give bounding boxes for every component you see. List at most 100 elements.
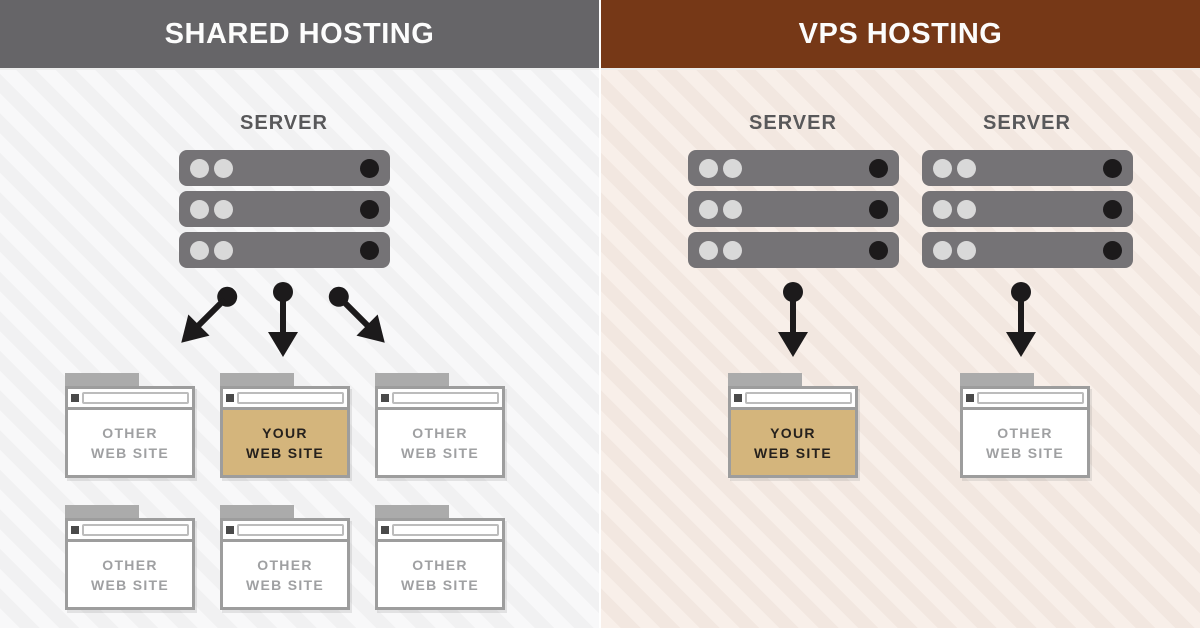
led-icon [190,158,209,178]
other-website-folder: OTHER WEB SITE [960,373,1090,478]
arrow-down-icon [999,282,1043,362]
led-icon [723,240,742,260]
window-control-icon [71,526,79,534]
folder-label-line1: OTHER [412,424,468,441]
folder-tab-icon [375,373,449,386]
folder-label-line2: WEB SITE [400,444,480,461]
other-website-folder: OTHER WEB SITE [65,373,195,478]
window-control-icon [381,526,389,534]
led-icon [190,199,209,219]
address-bar [237,524,344,536]
led-icon [214,158,233,178]
vps-server-2-label: SERVER [983,112,1071,134]
window-control-icon [734,394,742,402]
led-icon [957,199,976,219]
other-website-folder: OTHER WEB SITE [375,505,505,610]
server-rack-unit [922,191,1133,227]
server-rack-unit [922,232,1133,268]
folder-tab-icon [65,505,139,518]
folder-label-line2: WEB SITE [400,576,480,593]
folder-tab-icon [728,373,802,386]
window-control-icon [381,394,389,402]
folder-label-line1: YOUR [770,424,816,441]
server-rack-unit [688,232,899,268]
led-icon [190,240,209,260]
power-led-icon [360,240,379,260]
power-led-icon [869,240,888,260]
folder-label-line2: WEB SITE [90,576,170,593]
other-website-folder: OTHER WEB SITE [65,505,195,610]
address-bar [82,524,189,536]
browser-bar [223,389,347,410]
browser-bar [963,389,1087,410]
folder-label-line1: OTHER [257,556,313,573]
browser-bar [68,389,192,410]
browser-bar [378,521,502,542]
other-website-folder: OTHER WEB SITE [375,373,505,478]
vps-hosting-title: VPS HOSTING [798,17,1003,50]
server-rack-unit [688,150,899,186]
shared-hosting-title: SHARED HOSTING [164,17,435,50]
folder-label-line1: OTHER [412,556,468,573]
led-icon [214,199,233,219]
your-website-folder: YOUR WEB SITE [220,373,350,478]
browser-bar [731,389,855,410]
arrow-down-right-icon [316,274,404,362]
panel-divider [599,0,601,628]
led-icon [723,199,742,219]
server-rack-unit [922,150,1133,186]
folder-tab-icon [220,373,294,386]
folder-label-line1: YOUR [262,424,308,441]
power-led-icon [869,158,888,178]
arrow-down-icon [261,282,305,362]
led-icon [699,158,718,178]
window-control-icon [966,394,974,402]
vps-hosting-header: VPS HOSTING [601,0,1200,70]
server-icon [922,150,1133,273]
folder-label-line1: OTHER [997,424,1053,441]
your-website-folder: YOUR WEB SITE [728,373,858,478]
power-led-icon [1103,158,1122,178]
browser-bar [68,521,192,542]
led-icon [699,240,718,260]
shared-hosting-header: SHARED HOSTING [0,0,599,70]
server-icon [688,150,899,273]
power-led-icon [360,199,379,219]
server-rack-unit [688,191,899,227]
folder-tab-icon [65,373,139,386]
led-icon [214,240,233,260]
shared-server-label: SERVER [240,112,328,134]
led-icon [933,199,952,219]
address-bar [745,392,852,404]
power-led-icon [1103,240,1122,260]
folder-label-line1: OTHER [102,424,158,441]
address-bar [82,392,189,404]
led-icon [957,158,976,178]
vps-server-1-label: SERVER [749,112,837,134]
window-control-icon [226,526,234,534]
address-bar [977,392,1084,404]
arrow-down-left-icon [162,274,250,362]
power-led-icon [1103,199,1122,219]
folder-label-line2: WEB SITE [985,444,1065,461]
led-icon [957,240,976,260]
power-led-icon [869,199,888,219]
folder-tab-icon [375,505,449,518]
address-bar [392,524,499,536]
address-bar [237,392,344,404]
window-control-icon [226,394,234,402]
folder-label-line2: WEB SITE [245,576,325,593]
power-led-icon [360,158,379,178]
address-bar [392,392,499,404]
browser-bar [378,389,502,410]
browser-bar [223,521,347,542]
folder-label-line1: OTHER [102,556,158,573]
server-icon [179,150,390,273]
window-control-icon [71,394,79,402]
folder-label-line2: WEB SITE [245,444,325,461]
folder-tab-icon [220,505,294,518]
other-website-folder: OTHER WEB SITE [220,505,350,610]
arrow-down-icon [771,282,815,362]
server-rack-unit [179,150,390,186]
